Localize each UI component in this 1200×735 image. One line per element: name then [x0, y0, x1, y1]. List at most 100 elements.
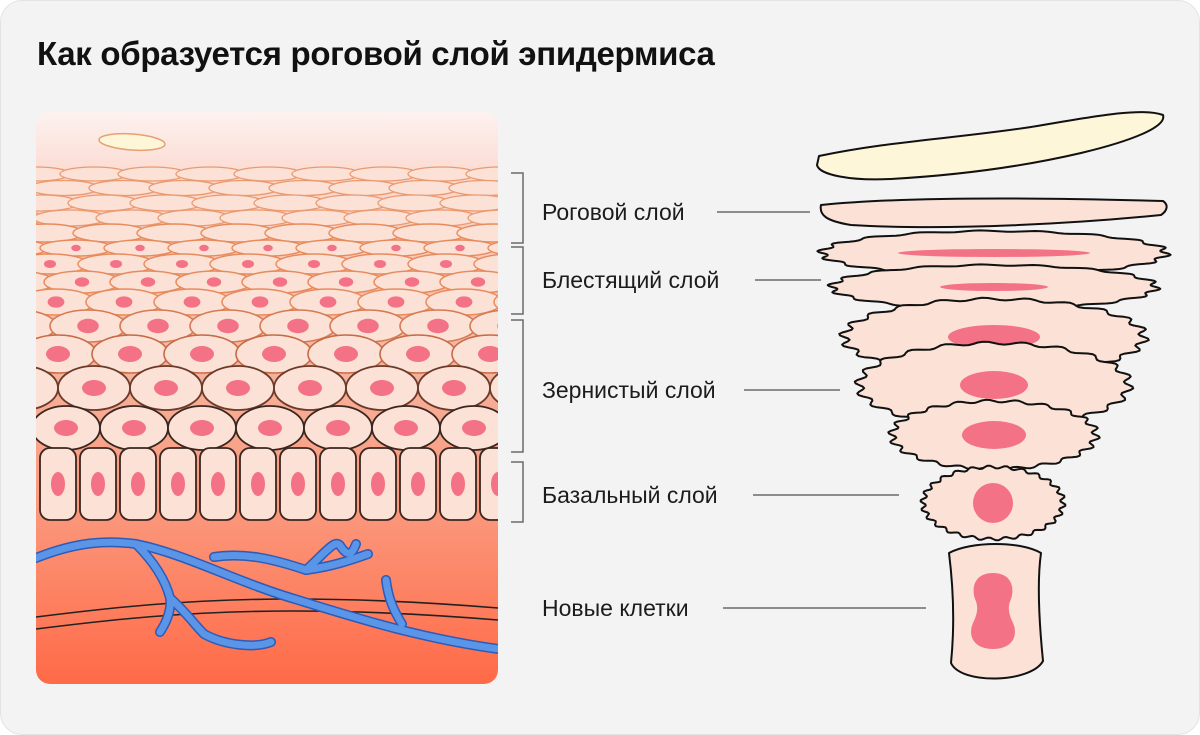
cell-nucleus	[74, 277, 90, 287]
bracket-stratum-basale	[511, 461, 524, 523]
cell-nucleus	[217, 318, 239, 334]
cell-nucleus	[115, 296, 133, 308]
cell-nucleus	[71, 244, 81, 252]
cell-nucleus	[374, 260, 386, 268]
label-new-cells: Новые клетки	[542, 595, 689, 621]
cell-nucleus	[54, 420, 78, 436]
cell-nucleus	[404, 277, 420, 287]
bracket-stratum-lucidum	[511, 246, 524, 315]
dividing-nucleus	[971, 573, 1015, 649]
cell-nucleus	[258, 420, 282, 436]
cell-nucleus	[251, 472, 265, 496]
epidermis-cell	[439, 194, 498, 212]
epidermis-cell	[315, 194, 389, 212]
cell-nucleus	[462, 420, 486, 436]
cell-nucleus	[940, 283, 1048, 291]
epidermis-cell	[253, 194, 327, 212]
cell-nucleus	[211, 472, 225, 496]
cell-nucleus	[962, 421, 1026, 449]
cell-nucleus	[190, 346, 214, 362]
cell-nucleus	[44, 260, 56, 268]
cell-nucleus	[960, 371, 1028, 399]
cell-rows	[36, 132, 498, 521]
nerve-lines	[36, 598, 498, 630]
cell-nucleus	[176, 260, 188, 268]
cell-nucleus	[319, 296, 337, 308]
cell-nucleus	[308, 260, 320, 268]
cell-nucleus	[440, 260, 452, 268]
cell-nucleus	[51, 472, 65, 496]
page-title: Как образуется роговой слой эпидермиса	[37, 35, 715, 72]
cell-nucleus	[77, 318, 99, 334]
cell-nucleus	[47, 296, 65, 308]
cell-nucleus	[263, 244, 273, 252]
cell-nucleus	[455, 244, 465, 252]
cell-nucleus	[183, 296, 201, 308]
corneocyte-flat	[819, 197, 1168, 229]
cell-nucleus	[46, 346, 70, 362]
cell-nucleus	[82, 380, 106, 396]
epidermis-cell	[264, 223, 340, 243]
epidermis-cell	[343, 209, 417, 227]
label-stratum-basale: Базальный слой	[542, 482, 718, 508]
epidermis-cell	[191, 194, 265, 212]
epidermis-cell	[405, 209, 479, 227]
cell-nucleus	[370, 380, 394, 396]
cell-nucleus	[91, 472, 105, 496]
epidermis-cell	[469, 309, 498, 343]
corneocyte-top	[816, 111, 1165, 181]
cell-nucleus	[206, 277, 222, 287]
flake	[98, 132, 166, 152]
cell-nucleus	[455, 296, 473, 308]
cell-nucleus	[470, 277, 486, 287]
epidermis-cell	[487, 239, 498, 257]
cell-nucleus	[118, 346, 142, 362]
epidermis-cell	[200, 223, 276, 243]
cell-nucleus	[406, 346, 430, 362]
bracket-stratum-corneum	[511, 172, 524, 244]
epidermis-cell	[467, 209, 498, 227]
cell-nucleus	[442, 380, 466, 396]
epidermis-cell	[473, 253, 498, 275]
epidermis-cell	[72, 223, 148, 243]
cell-nucleus	[357, 318, 379, 334]
cell-nucleus	[973, 483, 1013, 523]
label-stratum-corneum: Роговой слой	[542, 199, 685, 225]
cell-nucleus	[334, 346, 358, 362]
label-stratum-granulosum: Зернистый слой	[542, 377, 716, 403]
cell-nucleus	[262, 346, 286, 362]
cell-nucleus	[371, 472, 385, 496]
cell-nucleus	[122, 420, 146, 436]
cell-nucleus	[131, 472, 145, 496]
cell-nucleus	[140, 277, 156, 287]
cell-nucleus	[226, 380, 250, 396]
epidermis-cell	[328, 223, 404, 243]
cell-nucleus	[387, 296, 405, 308]
epidermis-cell	[456, 223, 498, 243]
label-stratum-lucidum: Блестящий слой	[542, 267, 720, 293]
epidermis-cell	[129, 194, 203, 212]
cell-nucleus	[287, 318, 309, 334]
cell-nucleus	[251, 296, 269, 308]
cell-nucleus	[190, 420, 214, 436]
cell-nucleus	[327, 244, 337, 252]
cell-nucleus	[394, 420, 418, 436]
cell-nucleus	[272, 277, 288, 287]
epidermis-cell	[489, 365, 498, 411]
cell-nucleus	[291, 472, 305, 496]
stack-cells	[816, 229, 1172, 680]
cell-nucleus	[171, 472, 185, 496]
cell-nucleus	[338, 277, 354, 287]
cell-differentiation-stack	[816, 111, 1172, 680]
cell-nucleus	[451, 472, 465, 496]
cell-nucleus	[427, 318, 449, 334]
cell-nucleus	[898, 249, 1090, 257]
cell-nucleus	[298, 380, 322, 396]
cell-nucleus	[326, 420, 350, 436]
epidermis-cell	[67, 194, 141, 212]
epidermis-cell	[493, 288, 498, 316]
epidermis-cell	[377, 194, 451, 212]
cell-nucleus	[147, 318, 169, 334]
cell-nucleus	[491, 472, 498, 496]
cell-nucleus	[331, 472, 345, 496]
